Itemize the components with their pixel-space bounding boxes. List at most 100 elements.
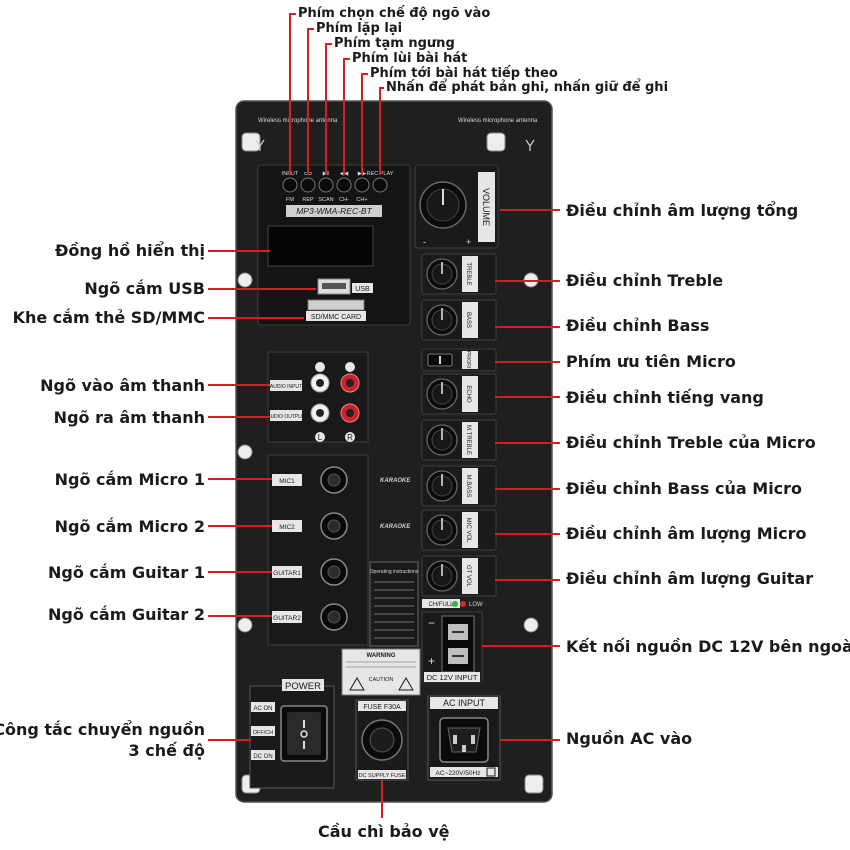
callout-sd-card: Khe cắm thẻ SD/MMC: [12, 308, 205, 327]
knob-label: ECHO: [465, 385, 471, 403]
callout-mic-volume: Điều chỉnh âm lượng Micro: [566, 524, 807, 543]
leader-line: [289, 13, 296, 175]
control-buttons: [282, 177, 388, 193]
audio-input-label: AUDIO INPUT: [270, 384, 302, 390]
antenna-icons: [255, 139, 535, 151]
leader-lines: [208, 13, 560, 818]
knob-label-strip: [462, 468, 478, 504]
operating-instructions-box: [369, 561, 419, 647]
fuse-label: FUSE F30A: [363, 704, 401, 711]
callout-audio-input: Ngõ vào âm thanh: [40, 376, 205, 395]
callout-master-volume: Điều chỉnh âm lượng tổng: [566, 201, 799, 220]
callout-guitar-volume: Điều chỉnh âm lượng Guitar: [566, 569, 814, 588]
knob-label-strip: [462, 351, 478, 369]
knob-label: MIC VOL: [465, 518, 471, 543]
volume-minus: -: [423, 237, 426, 247]
callout-bass: Điều chỉnh Bass: [566, 316, 710, 335]
ch-full-label: CH/FULL: [428, 602, 454, 608]
callout-input-mode: Phím chọn chế độ ngõ vào: [298, 6, 491, 21]
callout-audio-output: Ngõ ra âm thanh: [53, 408, 205, 427]
jack-label-strip: [272, 474, 302, 486]
prev-button[interactable]: [336, 177, 352, 193]
button-label-bottom: SCAN: [318, 197, 333, 203]
callout-echo: Điều chỉnh tiếng vang: [566, 388, 764, 407]
jack-label-strip: [272, 566, 302, 578]
callout-usb: Ngõ cắm USB: [84, 279, 205, 298]
callout-guitar2: Ngõ cắm Guitar 2: [48, 605, 205, 624]
knob-label: M.BASS: [465, 475, 471, 498]
next-button[interactable]: [354, 177, 370, 193]
callout-prev: Phím lùi bài hát: [352, 51, 468, 66]
module-name-strip: [286, 205, 382, 217]
callout-rec-play: Nhấn để phát bản ghi, nhấn giữ để ghi: [386, 80, 669, 95]
knob-label-strip: [462, 512, 478, 548]
pause-button[interactable]: [318, 177, 334, 193]
jack-hole: [327, 473, 341, 487]
callout-mic-bass: Điều chỉnh Bass của Micro: [566, 479, 803, 498]
svg-text:−: −: [428, 616, 435, 630]
red-led: [460, 601, 466, 607]
dc-on-label: DC ON: [253, 754, 272, 760]
display-screen: [267, 225, 374, 267]
sd-card-slot[interactable]: [307, 299, 365, 311]
power-label: POWER: [285, 681, 321, 692]
leader-line: [379, 87, 384, 175]
ch-right-bottom: R: [347, 433, 353, 442]
callout-repeat: Phím lặp lại: [316, 21, 403, 36]
callout-fuse: Cầu chì bảo vệ: [318, 822, 450, 841]
operating-instructions-title: Operating instructions: [370, 569, 419, 575]
callout-pause: Phím tạm ngưng: [334, 36, 455, 51]
usb-label: USB: [355, 286, 370, 293]
module-name: MP3-WMA-REC-BT: [296, 206, 372, 216]
jack-label: GUITAR1: [273, 570, 301, 577]
callout-ac-input: Nguồn AC vào: [566, 729, 693, 748]
button-label-bottom: CH-: [339, 197, 349, 203]
knob-label: M.PRIORITY: [465, 345, 471, 375]
karaoke-logo-1: KARAOKE: [380, 478, 411, 484]
knob-label: BASS: [465, 312, 471, 328]
dc-supply-fuse-label: DC SUPPLY FUSE: [359, 773, 406, 779]
knob-label-strip: [462, 302, 478, 338]
jack-hole: [327, 519, 341, 533]
ac-input-label: AC INPUT: [443, 698, 486, 708]
knob-label: GT VOL: [465, 565, 471, 588]
jack-label-strip: [272, 520, 302, 532]
jack-label: GUITAR2: [273, 615, 301, 622]
callout-mic-treble: Điều chỉnh Treble của Micro: [566, 433, 816, 452]
jack-label: MIC1: [279, 478, 295, 485]
callout-mic-priority: Phím ưu tiên Micro: [566, 352, 736, 371]
green-led: [452, 601, 458, 607]
warning-label: WARNING: [367, 653, 396, 659]
input-button[interactable]: [282, 177, 298, 193]
ac-rating-label: AC~220V/50Hz: [436, 770, 481, 777]
caution-label: CAUTION: [369, 677, 394, 683]
knob-label-strip: [462, 422, 478, 458]
jack-hole: [327, 610, 341, 624]
jack-label: MIC2: [279, 524, 295, 531]
sd-card-label: SD/MMC CARD: [311, 314, 361, 321]
leader-line: [325, 43, 332, 175]
callout-power-switch-line1: Công tắc chuyển nguồn: [0, 720, 205, 739]
volume-plus: +: [466, 237, 471, 247]
karaoke-logo-2: KARAOKE: [380, 524, 411, 530]
callout-display: Đồng hồ hiển thị: [55, 241, 205, 260]
callout-mic2: Ngõ cắm Micro 2: [54, 517, 205, 536]
rec-play-button[interactable]: [372, 177, 388, 193]
knob-label-strip: [462, 256, 478, 292]
repeat-button[interactable]: [300, 177, 316, 193]
jack-label-strip: [272, 611, 302, 623]
audio-output-label: AUDIO OUTPUT: [267, 414, 305, 420]
ac-on-label: AC ON: [253, 706, 272, 712]
callout-dc-12v: Kết nối nguồn DC 12V bên ngoài: [566, 637, 850, 656]
callout-next: Phím tới bài hát tiếp theo: [370, 66, 558, 81]
svg-text:+: +: [428, 654, 435, 668]
jack-hole: [327, 565, 341, 579]
volume-label: VOLUME: [481, 188, 491, 226]
knob-label-strip: [462, 558, 478, 594]
antenna-left-label: Wireless microphone antenna: [258, 118, 338, 124]
callout-mic1: Ngõ cắm Micro 1: [54, 470, 205, 489]
leader-line: [307, 28, 314, 175]
leader-line: [343, 58, 350, 175]
screw-holes: [237, 132, 544, 794]
